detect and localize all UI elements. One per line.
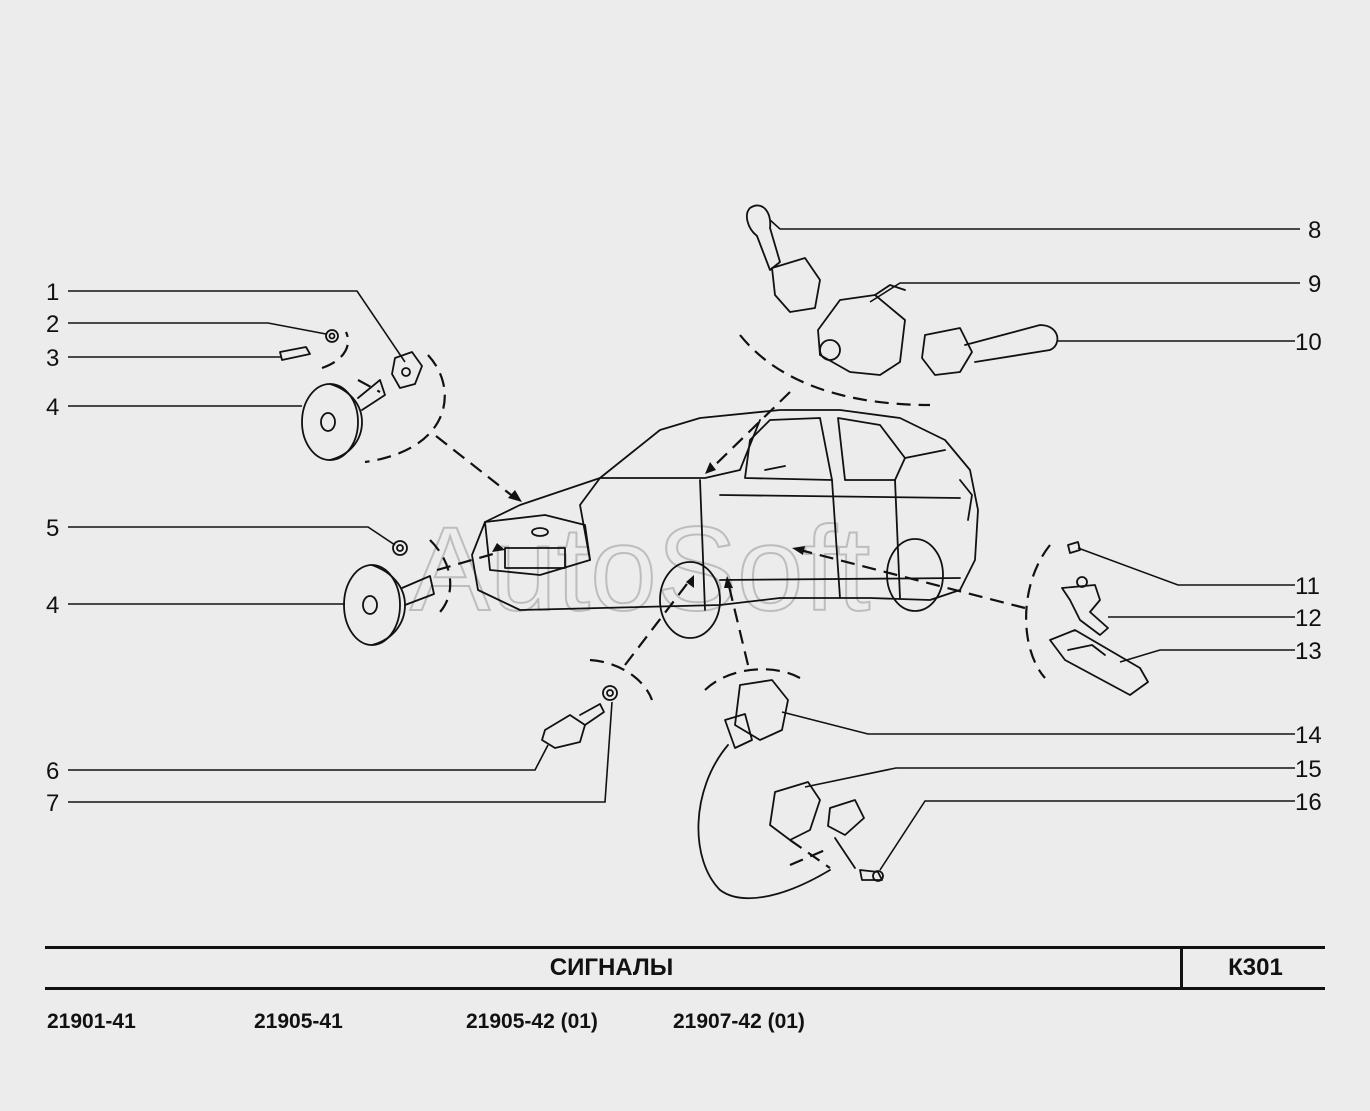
model-code: 21905-42 (01) bbox=[466, 1010, 598, 1033]
sensor-with-harness bbox=[697, 679, 884, 900]
group-bracket-column bbox=[739, 334, 931, 407]
callout-4-lower: 4 bbox=[46, 592, 59, 619]
model-code: 21907-42 (01) bbox=[673, 1010, 805, 1033]
group-bracket-bracket bbox=[1025, 544, 1051, 679]
model-code: 21901-41 bbox=[47, 1010, 136, 1033]
pointer-sensor-wire bbox=[789, 839, 831, 869]
pointer-column bbox=[709, 391, 791, 471]
model-list: 21901-41 21905-41 21905-42 (01) 21907-42… bbox=[0, 1010, 1370, 1040]
group-bracket-horn-bolt bbox=[357, 379, 381, 393]
callout-5: 5 bbox=[46, 515, 59, 542]
callout-15: 15 bbox=[1295, 756, 1322, 783]
callout-1: 1 bbox=[46, 279, 59, 306]
title-block: СИГНАЛЫ К301 bbox=[45, 946, 1325, 990]
model-code: 21905-41 bbox=[254, 1010, 343, 1033]
callout-11: 11 bbox=[1295, 573, 1320, 600]
diagram-title: СИГНАЛЫ bbox=[549, 954, 674, 981]
callout-12: 12 bbox=[1295, 605, 1322, 632]
callout-9: 9 bbox=[1308, 271, 1321, 298]
pointer-horn-lower bbox=[436, 550, 501, 572]
horn-upper bbox=[279, 329, 423, 461]
callout-10: 10 bbox=[1295, 329, 1322, 356]
horn-lower bbox=[343, 540, 435, 646]
callout-8: 8 bbox=[1308, 217, 1321, 244]
bracket-assembly bbox=[1049, 541, 1149, 696]
callout-13: 13 bbox=[1295, 638, 1322, 665]
pointer-switch bbox=[624, 579, 691, 666]
callout-16: 16 bbox=[1295, 789, 1322, 816]
watermark: AutoSoft bbox=[410, 502, 870, 636]
group-bracket-switch bbox=[589, 658, 654, 701]
callout-6: 6 bbox=[46, 758, 59, 785]
callout-2: 2 bbox=[46, 311, 59, 338]
diagram-code: К301 bbox=[1180, 949, 1328, 987]
callout-4-upper: 4 bbox=[46, 394, 59, 421]
pointer-sensor bbox=[726, 581, 750, 666]
callout-14: 14 bbox=[1295, 722, 1322, 749]
group-bracket-horn-upper bbox=[364, 354, 446, 464]
limit-switch bbox=[541, 685, 618, 749]
steering-column-switches bbox=[746, 204, 1059, 376]
group-bracket-bolt bbox=[321, 331, 350, 370]
group-bracket-horn-lower bbox=[429, 539, 452, 613]
group-bracket-sensor bbox=[704, 668, 801, 691]
callout-7: 7 bbox=[46, 790, 59, 817]
leader-lines bbox=[68, 219, 1300, 871]
arrow-heads bbox=[492, 462, 805, 588]
pointer-horn-upper bbox=[435, 435, 516, 499]
pointer-bracket bbox=[799, 548, 1026, 610]
car-illustration bbox=[471, 409, 979, 639]
callout-3: 3 bbox=[46, 345, 59, 372]
